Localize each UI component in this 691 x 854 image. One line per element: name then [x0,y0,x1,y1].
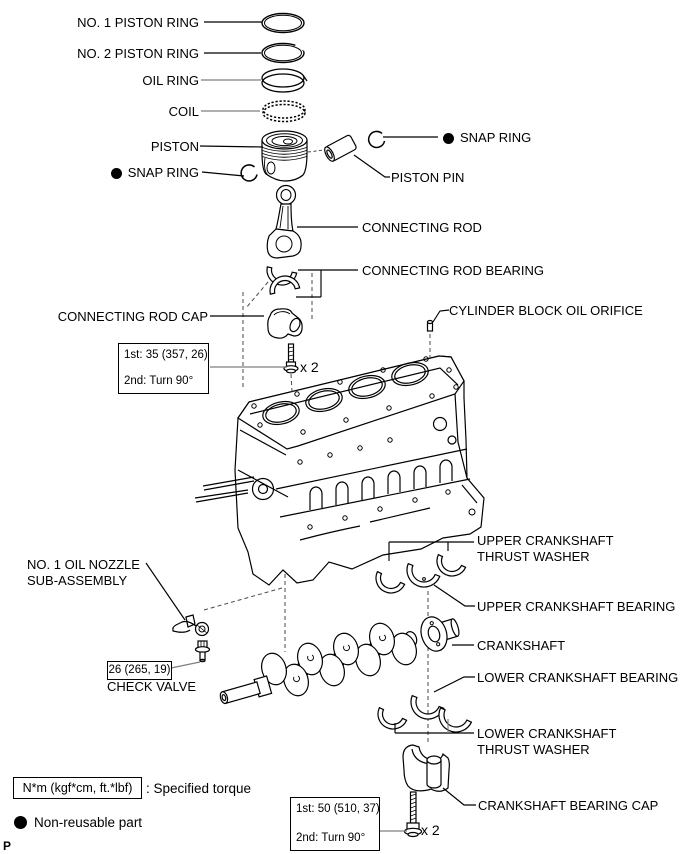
upper-thrust-line2: THRUST WASHER [477,549,590,564]
cylinder-block-drawing [194,355,485,586]
label-lower-crankshaft-thrust-washer: LOWER CRANKSHAFT THRUST WASHER [477,726,616,758]
label-oil-ring: OIL RING [142,73,199,88]
non-reusable-dot-icon [14,816,27,829]
snap-ring-left-text: SNAP RING [127,165,199,180]
label-crankshaft-bearing-cap: CRANKSHAFT BEARING CAP [478,798,659,813]
leader-lines [145,21,476,806]
upper-thrust-line1: UPPER CRANKSHAFT [477,533,614,548]
crank-bearings-drawing [370,554,473,739]
label-connecting-rod-cap: CONNECTING ROD CAP [57,309,208,324]
label-connecting-rod: CONNECTING ROD [362,220,482,235]
label-upper-crankshaft-bearing: UPPER CRANKSHAFT BEARING [477,599,676,614]
piston-rings-drawing [261,12,308,123]
piston-drawing [261,130,308,182]
snap-ring-right-text: SNAP RING [460,130,532,145]
label-snap-ring-left: SNAP RING [110,165,199,180]
oil-nozzle-line2: SUB-ASSEMBLY [27,573,128,588]
main-cap-torque-first: 1st: 50 (510, 37) [296,803,380,815]
label-no1-piston-ring: NO. 1 PISTON RING [77,15,199,30]
torque-box-main-cap: 1st: 50 (510, 37) 2nd: Turn 90° [290,797,380,851]
label-upper-crankshaft-thrust-washer: UPPER CRANKSHAFT THRUST WASHER [477,533,614,565]
rod-cap-torque-first: 1st: 35 (357, 26) [124,349,208,361]
oil-orifice-drawing [426,319,434,332]
label-crankshaft: CRANKSHAFT [477,638,566,653]
label-snap-ring-right: SNAP RING [443,131,531,145]
bearing-cap-drawing [402,744,450,792]
label-no2-piston-ring: NO. 2 PISTON RING [77,46,199,61]
lower-thrust-line2: THRUST WASHER [477,742,590,757]
non-reusable-dot-icon [110,167,122,179]
legend-non-reusable: Non-reusable part [14,815,142,830]
rod-bearings-drawing [263,266,301,295]
legend-non-reusable-text: Non-reusable part [34,815,143,830]
label-coil: COIL [168,104,199,119]
label-check-valve: CHECK VALVE [107,679,197,694]
page-footer-mark: P [3,839,12,853]
rod-cap-torque-second: 2nd: Turn 90° [124,375,194,387]
main-cap-torque-second: 2nd: Turn 90° [296,832,366,844]
label-connecting-rod-bearing: CONNECTING ROD BEARING [362,263,545,278]
torque-box-rod-cap: 1st: 35 (357, 26) 2nd: Turn 90° [118,343,209,394]
connecting-rod-drawing [266,184,302,259]
rod-cap-bolt-qty: x 2 [300,359,319,375]
oil-nozzle-drawing [172,614,210,637]
piston-pin-drawing [307,134,357,162]
label-piston: PISTON [150,139,199,154]
label-lower-crankshaft-bearing: LOWER CRANKSHAFT BEARING [477,670,679,685]
crankshaft-drawing [219,616,460,705]
legend-torque-description: : Specified torque [146,781,252,796]
oil-nozzle-line1: NO. 1 OIL NOZZLE [27,557,140,572]
non-reusable-dot-icon [443,132,454,144]
label-oil-nozzle: NO. 1 OIL NOZZLE SUB-ASSEMBLY [27,557,140,589]
main-cap-bolt-qty: x 2 [421,822,440,838]
label-piston-pin: PISTON PIN [391,170,465,185]
rod-cap-drawing [267,308,303,339]
label-cylinder-block-oil-orifice: CYLINDER BLOCK OIL ORIFICE [449,303,643,318]
leader-lines-gray [170,79,407,832]
main-cap-bolt-drawing [403,791,423,838]
torque-box-check-valve: 26 (265, 19) [107,661,172,680]
check-valve-drawing [194,640,211,663]
rod-cap-bolt-drawing [283,343,299,374]
legend-torque-units-box: N*m (kgf*cm, ft.*lbf) [13,777,142,799]
lower-thrust-line1: LOWER CRANKSHAFT [477,726,617,741]
